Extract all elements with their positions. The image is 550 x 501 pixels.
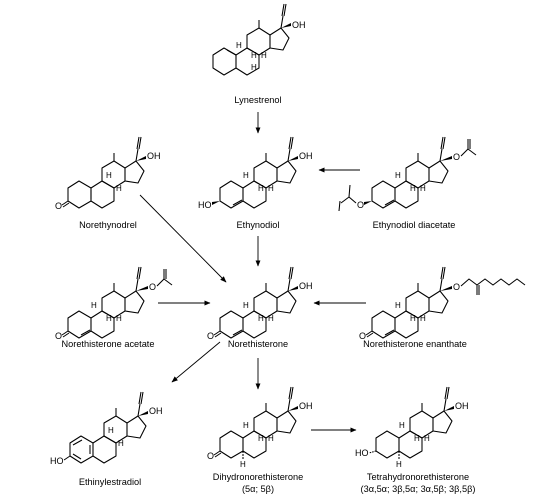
svg-text:O: O [357,200,364,210]
svg-text:OH: OH [299,151,313,161]
label-ethynodiol: Ethynodiol [237,220,280,230]
svg-text:O: O [149,282,156,292]
svg-text:H: H [410,314,416,323]
lynestrenol-structure: OH H H H H [212,3,306,76]
svg-text:H: H [106,171,112,180]
svg-text:H: H [243,421,249,430]
svg-text:H: H [251,51,257,60]
svg-text:OH: OH [299,401,313,411]
svg-text:H: H [116,314,122,323]
label-lynestrenol: Lynestrenol [234,95,281,105]
svg-text:H: H [243,301,249,310]
arrow-norethisterone-to-ethinylestradiol [171,341,221,383]
svg-text:H: H [268,184,274,193]
svg-text:O: O [207,331,214,341]
svg-text:H: H [116,184,122,193]
label-ethynodiol-diacetate: Ethynodiol diacetate [373,220,456,230]
svg-text:H: H [236,41,242,50]
svg-text:H: H [258,314,264,323]
ethynodiol-diacetate-structure: O O H H H [338,136,477,212]
svg-text:O: O [55,331,62,341]
svg-text:H: H [268,434,274,443]
svg-text:H: H [420,314,426,323]
svg-text:OH: OH [299,281,313,291]
ethinylestradiol-structure: OH HO H H [50,391,163,466]
arrow-norethynodrel-to-norethisterone [139,194,227,283]
svg-text:H: H [414,434,420,443]
norethynodrel-structure: OH O H H [55,136,161,211]
label-dihydronorethisterone-stereo: (5α; 5β) [242,484,274,494]
svg-text:H: H [399,421,405,430]
ethynodiol-structure: OH HO H H H [198,136,313,210]
svg-text:H: H [395,301,401,310]
label-norethynodrel: Norethynodrel [79,220,137,230]
label-norethisterone-acetate: Norethisterone acetate [62,339,155,349]
svg-text:H: H [261,51,267,60]
svg-text:H: H [268,314,274,323]
svg-text:H: H [410,184,416,193]
svg-text:O: O [453,152,460,162]
svg-text:H: H [108,426,114,435]
svg-text:H: H [258,434,264,443]
svg-text:HO: HO [355,448,369,458]
label-norethisterone-enanthate: Norethisterone enanthate [363,339,467,349]
svg-text:H: H [420,184,426,193]
svg-text:H: H [258,184,264,193]
svg-text:OH: OH [455,401,469,411]
svg-text:O: O [359,331,366,341]
label-dihydronorethisterone: Dihydronorethisterone [213,472,303,482]
svg-text:H: H [118,439,124,448]
norethisterone-enanthate-structure: O O H H H [359,266,526,341]
svg-text:H: H [243,171,249,180]
svg-text:O: O [55,201,62,211]
norethisterone-acetate-structure: O O H H H [55,266,173,341]
svg-text:HO: HO [198,200,212,210]
svg-text:O: O [453,282,460,292]
tetrahydronorethisterone-structure: OH HO H H H H [355,386,469,469]
dihydronorethisterone-structure: OH O H H H H [207,386,313,469]
svg-text:OH: OH [147,151,161,161]
svg-text:H: H [240,460,246,469]
svg-text:H: H [251,63,257,72]
label-norethisterone: Norethisterone [228,339,288,349]
svg-text:H: H [396,460,402,469]
reaction-arrows [139,112,366,433]
svg-text:H: H [395,171,401,180]
svg-text:OH: OH [149,406,163,416]
svg-text:H: H [424,434,430,443]
label-tetrahydronorethisterone-stereo: (3α,5α; 3β,5α; 3α,5β; 3β,5β) [361,484,476,494]
norethisterone-structure: OH O H H H [207,266,313,341]
label-ethinylestradiol: Ethinylestradiol [79,477,141,487]
svg-text:O: O [207,451,214,461]
label-tetrahydronorethisterone: Tetrahydronorethisterone [367,472,469,482]
svg-text:HO: HO [50,456,64,466]
oh-label: OH [292,20,306,30]
svg-text:H: H [106,314,112,323]
svg-text:H: H [91,301,97,310]
